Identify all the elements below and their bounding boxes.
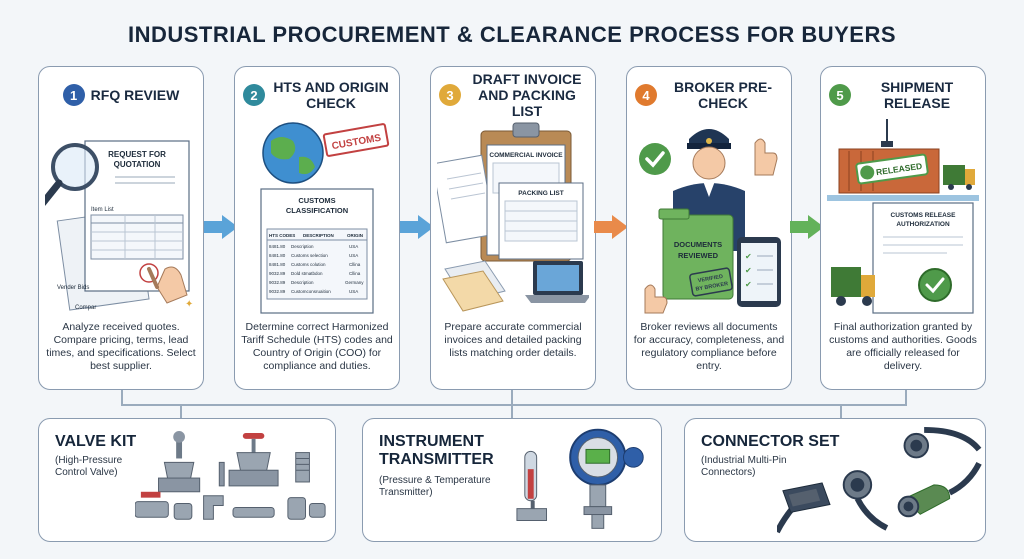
step-number: 5	[829, 84, 851, 106]
step-description: Final authorization granted by customs a…	[829, 321, 977, 372]
step-shipment-release: 5 SHIPMENT RELEASE RELEASED CUSTOMS RELE…	[820, 66, 986, 390]
svg-text:BY BROKER: BY BROKER	[695, 281, 728, 293]
svg-text:CLASSIFICATION: CLASSIFICATION	[286, 206, 348, 215]
svg-text:✔: ✔	[745, 280, 752, 289]
step-description: Broker reviews all documents for accurac…	[633, 321, 785, 372]
step-title: RFQ REVIEW	[90, 87, 180, 103]
step-description: Determine correct Harmonized Tariff Sche…	[241, 321, 393, 372]
step-header: 1 RFQ REVIEW	[47, 75, 195, 115]
hts-cell: USA	[349, 289, 358, 294]
product-subtitle: (Pressure & Temperature Transmitter)	[379, 475, 491, 498]
folder-label: DOCUMENTS	[674, 240, 722, 249]
svg-text:REVIEWED: REVIEWED	[678, 251, 719, 260]
product-title: INSTRUMENT TRANSMITTER	[379, 433, 494, 468]
product-title: CONNECTOR SET	[701, 433, 840, 450]
step-number: 1	[62, 84, 85, 106]
step-header: 3 DRAFT INVOICE AND PACKING LIST	[439, 71, 587, 119]
step-header: 2 HTS AND ORIGIN CHECK	[243, 75, 391, 115]
hts-cell: Cllina	[349, 262, 361, 267]
flow-arrow	[594, 215, 628, 239]
customs-stamp: CUSTOMS	[331, 133, 382, 153]
hts-cell: Cllina	[349, 271, 361, 276]
hts-illustration: CUSTOMS CUSTOMS CLASSIFICATION HTS CODES…	[260, 122, 390, 314]
release-illustration: RELEASED CUSTOMS RELEASE AUTHORIZATION	[827, 119, 979, 314]
svg-text:✔: ✔	[745, 266, 752, 275]
hts-cell: Dold stmatbdon	[291, 271, 323, 276]
hts-cell: 8481.80	[269, 253, 286, 258]
transmitter-illustration	[516, 428, 644, 529]
hts-cell: Germany	[345, 280, 364, 285]
svg-text:✔: ✔	[745, 252, 752, 261]
classification-title: CUSTOMS	[298, 196, 335, 205]
connector-line	[905, 390, 907, 404]
product-subtitle: (Industrial Multi-Pin Connectors)	[701, 455, 787, 478]
hts-cell: 9032.89	[269, 280, 286, 285]
connector-line	[840, 404, 842, 418]
rfq-compare: Compar	[75, 305, 96, 311]
step-title: SHIPMENT RELEASE	[880, 79, 954, 111]
step-header: 5 SHIPMENT RELEASE	[829, 75, 977, 115]
hts-cell: 8481.80	[269, 244, 286, 249]
hts-cell: USA	[349, 253, 358, 258]
packing-list-title: PACKING LIST	[518, 190, 563, 197]
step-rfq-review: 1 RFQ REVIEW REQUEST FOR QUOTATION Item …	[38, 66, 204, 390]
step-title: HTS AND ORIGIN CHECK	[273, 79, 389, 111]
step-description: Analyze received quotes. Compare pricing…	[46, 321, 196, 372]
hts-header: HTS CODES	[269, 233, 295, 238]
hts-rows: 8481.80 Description USA 8481.80 Customs …	[269, 244, 364, 294]
connector-set-illustration	[777, 427, 982, 534]
step-hts-origin-check: 2 HTS AND ORIGIN CHECK CUSTOMS CUSTOMS C…	[234, 66, 400, 390]
flow-arrow	[400, 215, 434, 239]
product-subtitle: (High-Pressure Control Valve)	[55, 455, 123, 478]
product-connector-set: CONNECTOR SET (Industrial Multi-Pin Conn…	[684, 418, 986, 542]
rfq-vendor-bids: Vender Bids	[57, 285, 89, 291]
connector-line	[121, 404, 907, 406]
page-title: INDUSTRIAL PROCUREMENT & CLEARANCE PROCE…	[127, 22, 897, 47]
hts-header: ORIGIN	[347, 233, 363, 238]
hts-cell: 9032.89	[269, 289, 286, 294]
product-instrument-transmitter: INSTRUMENT TRANSMITTER (Pressure & Tempe…	[362, 418, 662, 542]
step-number: 3	[439, 84, 461, 106]
connector-line	[180, 404, 182, 418]
step-draft-invoice: 3 DRAFT INVOICE AND PACKING LIST COMMERC…	[430, 66, 596, 390]
hts-cell: Customconsruaition	[291, 289, 331, 294]
rfq-illustration: REQUEST FOR QUOTATION Item List Vender B…	[45, 140, 193, 311]
hts-cell: 8481.80	[269, 262, 286, 267]
connector-line	[511, 390, 513, 418]
rfq-item-list: Item List	[91, 207, 114, 213]
step-broker-pre-check: 4 BROKER PRE-CHECK DOCUMENTS REVIEWED VE…	[626, 66, 792, 390]
step-title: DRAFT INVOICE AND PACKING LIST	[472, 71, 582, 119]
step-number: 2	[243, 84, 265, 106]
flow-arrow	[790, 215, 824, 239]
invoice-doc-title: COMMERCIAL INVOICE	[489, 152, 563, 159]
svg-text:AUTHORIZATION: AUTHORIZATION	[896, 221, 950, 228]
hts-cell: USA	[349, 244, 358, 249]
svg-text:✦: ✦	[185, 299, 193, 310]
hts-cell: 9032.89	[269, 271, 286, 276]
invoice-illustration: COMMERCIAL INVOICE PACKING LIST	[437, 122, 589, 312]
svg-text:QUOTATION: QUOTATION	[114, 160, 161, 169]
check-icon	[639, 143, 671, 175]
rfq-doc-title: REQUEST FOR	[108, 150, 166, 159]
step-number: 4	[635, 84, 657, 106]
hts-cell: Description	[291, 244, 314, 249]
valve-kit-illustration	[135, 431, 326, 520]
product-valve-kit: VALVE KIT (High-Pressure Control Valve)	[38, 418, 336, 542]
step-description: Prepare accurate commercial invoices and…	[444, 321, 582, 359]
flow-arrow	[204, 215, 238, 239]
hts-cell: Customs selection	[291, 253, 328, 258]
release-doc-title: CUSTOMS RELEASE	[891, 212, 957, 219]
hts-cell: Customs colution	[291, 262, 326, 267]
broker-illustration: DOCUMENTS REVIEWED VERIFIED BY BROKER ✔ …	[639, 129, 781, 314]
step-title: BROKER PRE-CHECK	[673, 79, 772, 111]
approved-seal-icon	[918, 268, 952, 302]
connector-line	[121, 390, 123, 404]
verified-stamp: VERIFIED	[697, 274, 723, 284]
product-title: VALVE KIT	[55, 433, 137, 450]
hts-header: DESCRIPTION	[303, 233, 334, 238]
hts-cell: Description	[291, 280, 314, 285]
step-header: 4 BROKER PRE-CHECK	[635, 75, 783, 115]
